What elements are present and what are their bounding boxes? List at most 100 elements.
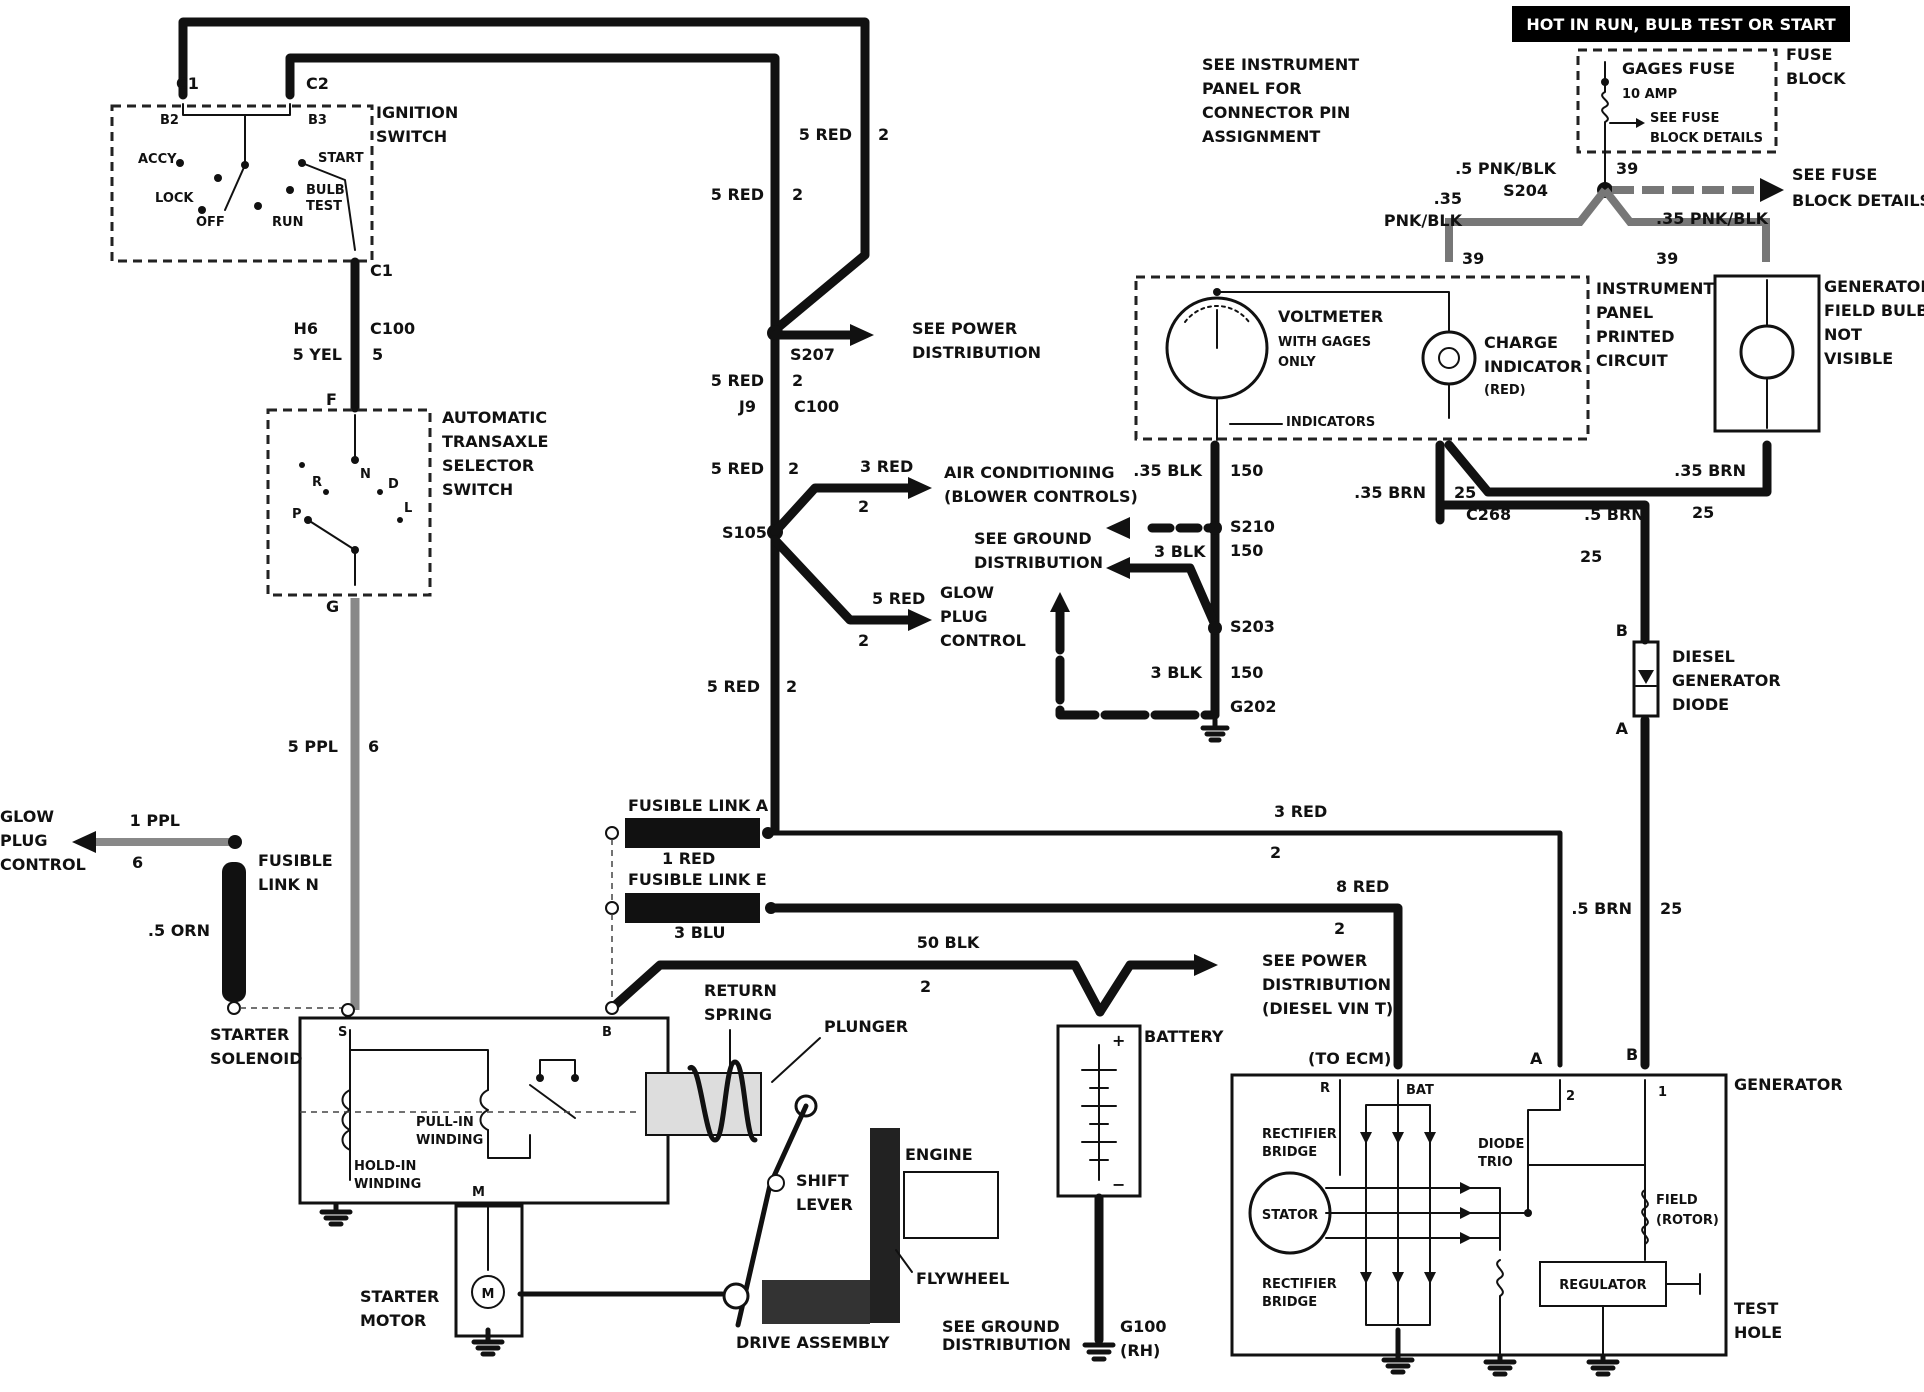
- wire-5-brn-top: .5 BRN: [1584, 505, 1645, 524]
- wire-35-brn-r: .35 BRN: [1674, 461, 1746, 480]
- hot-in-run-banner: HOT IN RUN, BULB TEST OR START: [1512, 6, 1850, 42]
- wire-5-red-glow-circuit: 2: [858, 631, 869, 650]
- battery-label: BATTERY: [1144, 1027, 1224, 1046]
- wire-8-red-circuit: 2: [1334, 919, 1345, 938]
- ignition-switch-label-2: SWITCH: [376, 127, 447, 146]
- ground-g100: G100: [1120, 1317, 1167, 1336]
- trio-label-1: DIODE: [1478, 1137, 1524, 1152]
- test-hole-1: TEST: [1734, 1299, 1778, 1318]
- wire-5-brn-bottom-circuit: 25: [1660, 899, 1682, 918]
- diode-pin-a: A: [1616, 719, 1629, 738]
- wire-5-red-c: 5 RED: [711, 371, 764, 390]
- field-label-2: (ROTOR): [1656, 1213, 1719, 1228]
- red-wire-top-loop: [178, 17, 870, 335]
- generator: GENERATOR (TO ECM) R BAT A B 2 1 STATOR …: [1230, 1045, 1843, 1377]
- ac-line1: AIR CONDITIONING: [944, 463, 1115, 482]
- rect1-label-2: BRIDGE: [1262, 1145, 1317, 1160]
- ac-line2: (BLOWER CONTROLS): [944, 487, 1138, 506]
- red-wire-c2-loop: [285, 53, 780, 335]
- drive-assembly: [762, 1280, 870, 1324]
- splice-s207-label: S207: [790, 345, 835, 364]
- shift-lever-label-2: LEVER: [796, 1195, 853, 1214]
- wire-35-blk-circuit: 150: [1230, 461, 1263, 480]
- power-dist-1-line1: SEE POWER: [912, 319, 1017, 338]
- pin-b3: B3: [308, 113, 327, 128]
- wire-5-red-b: 5 RED: [799, 125, 852, 144]
- wire-5-red-e-circuit: 2: [786, 677, 797, 696]
- regulator: [1539, 1261, 1667, 1307]
- ground-dist-2-line1: SEE GROUND: [942, 1317, 1060, 1336]
- wire-5-pnk-blk-circuit: 39: [1616, 159, 1638, 178]
- battery: BATTERY + − G100 (RH) SEE GROUND DISTRIB…: [942, 1024, 1224, 1362]
- connector-c100: C100: [794, 397, 839, 416]
- ignition-switch-label-1: IGNITION: [376, 103, 458, 122]
- wire-5-yel: 5 YEL: [293, 345, 342, 364]
- field-bulb-label-1: GENERATOR: [1824, 277, 1924, 296]
- note-line3: CONNECTOR PIN: [1202, 103, 1350, 122]
- wire-5-red-a-circuit: 2: [792, 185, 803, 204]
- start-contact-wire: [301, 162, 356, 251]
- wire-35-brn-l: .35 BRN: [1354, 483, 1426, 502]
- battery-cable: 50 BLK 2 SEE POWER DISTRIBUTION (DIESEL …: [607, 933, 1393, 1018]
- wire-1-ppl-circuit: 6: [132, 853, 143, 872]
- pull-in-label-1: PULL-IN: [416, 1115, 474, 1130]
- connector-c2: C2: [306, 74, 329, 93]
- rect2-label-1: RECTIFIER: [1262, 1277, 1337, 1292]
- fusible-link-n-label-1: FUSIBLE: [258, 851, 333, 870]
- transaxle-label-3: SELECTOR: [442, 456, 534, 475]
- generator-case: [1230, 1073, 1728, 1357]
- ground-circuit: SEE INSTRUMENT PANEL FOR CONNECTOR PIN A…: [974, 55, 1359, 743]
- wire-35-pnk-blk-l-2: PNK/BLK: [1384, 211, 1463, 230]
- pos-test: TEST: [306, 199, 342, 214]
- transaxle-switch-box: [266, 408, 432, 597]
- starter-motor-label-2: MOTOR: [360, 1311, 426, 1330]
- splice-s105-label: S105: [722, 523, 767, 542]
- motor-symbol: M: [482, 1287, 495, 1302]
- field-bulb-note-1: NOT: [1824, 325, 1862, 344]
- solenoid-label-2: SOLENOID: [210, 1049, 302, 1068]
- terminal-a: A: [1530, 1049, 1543, 1068]
- red-power-trunk: 5 RED 2 5 RED 2 S207 SEE POWER DISTRIBUT…: [707, 125, 1138, 835]
- fuse-details-1: SEE FUSE: [1792, 165, 1877, 184]
- fuse-details-2: BLOCK DETAILS: [1792, 191, 1924, 210]
- blk-50-wire: [607, 960, 1105, 1017]
- fuse-block: FUSE BLOCK GAGES FUSE 10 AMP SEE FUSE BL…: [1384, 45, 1924, 268]
- engine-label: ENGINE: [905, 1145, 973, 1164]
- wire-35-blk: .35 BLK: [1133, 461, 1202, 480]
- hold-in-label-1: HOLD-IN: [354, 1159, 416, 1174]
- splice-s203-label: S203: [1230, 617, 1275, 636]
- terminal-1: 1: [1658, 1085, 1667, 1100]
- ground-g100-rh: (RH): [1120, 1341, 1160, 1360]
- wire-35-pnk-blk-l-circuit: 39: [1462, 249, 1484, 268]
- pos-bulb: BULB: [306, 183, 345, 198]
- ignition-switch: C1 C2 B2 B3 IGNITION SWITCH ACCY LOCK OF…: [110, 17, 870, 335]
- terminal-2: 2: [1566, 1089, 1575, 1104]
- fusible-link-e-label: FUSIBLE LINK E: [628, 870, 767, 889]
- plunger-label: PLUNGER: [824, 1017, 908, 1036]
- wire-5-red-e: 5 RED: [707, 677, 760, 696]
- charge-indicator-color: (RED): [1484, 383, 1526, 398]
- wire-1-ppl: 1 PPL: [130, 811, 180, 830]
- ip-label-4: CIRCUIT: [1596, 351, 1668, 370]
- wire-5-ppl: 5 PPL: [288, 737, 338, 756]
- pull-in-label-2: WINDING: [416, 1133, 483, 1148]
- fuse-detail-2: BLOCK DETAILS: [1650, 131, 1763, 146]
- glow-left-arrow: [72, 831, 96, 853]
- glow-line3: CONTROL: [940, 631, 1026, 650]
- brn-35-top: [1444, 440, 1772, 497]
- engine: [903, 1171, 999, 1239]
- fuse-rating: 10 AMP: [1622, 87, 1677, 102]
- connector-c1-top: C1: [176, 74, 199, 93]
- ground-dist-1-line1: SEE GROUND: [974, 529, 1092, 548]
- drive-assembly-label: DRIVE ASSEMBLY: [736, 1333, 890, 1352]
- transaxle-selector-switch: F G AUTOMATIC TRANSAXLE SELECTOR SWITCH …: [266, 390, 548, 616]
- pos-d: D: [388, 477, 399, 492]
- wire-35-pnk-blk-l-1: .35: [1434, 189, 1462, 208]
- engine-flywheel: ENGINE FLYWHEEL DRIVE ASSEMBLY: [517, 1128, 1009, 1352]
- pin-g: G: [326, 597, 339, 616]
- shift-lever-label-1: SHIFT: [796, 1171, 849, 1190]
- diode-label-3: DIODE: [1672, 695, 1729, 714]
- ground-dist-2-line2: DISTRIBUTION: [942, 1335, 1071, 1354]
- return-spring-label-1: RETURN: [704, 981, 777, 1000]
- fusible-links: FUSIBLE LINK A 1 RED FUSIBLE LINK E 3 BL…: [605, 796, 1563, 1070]
